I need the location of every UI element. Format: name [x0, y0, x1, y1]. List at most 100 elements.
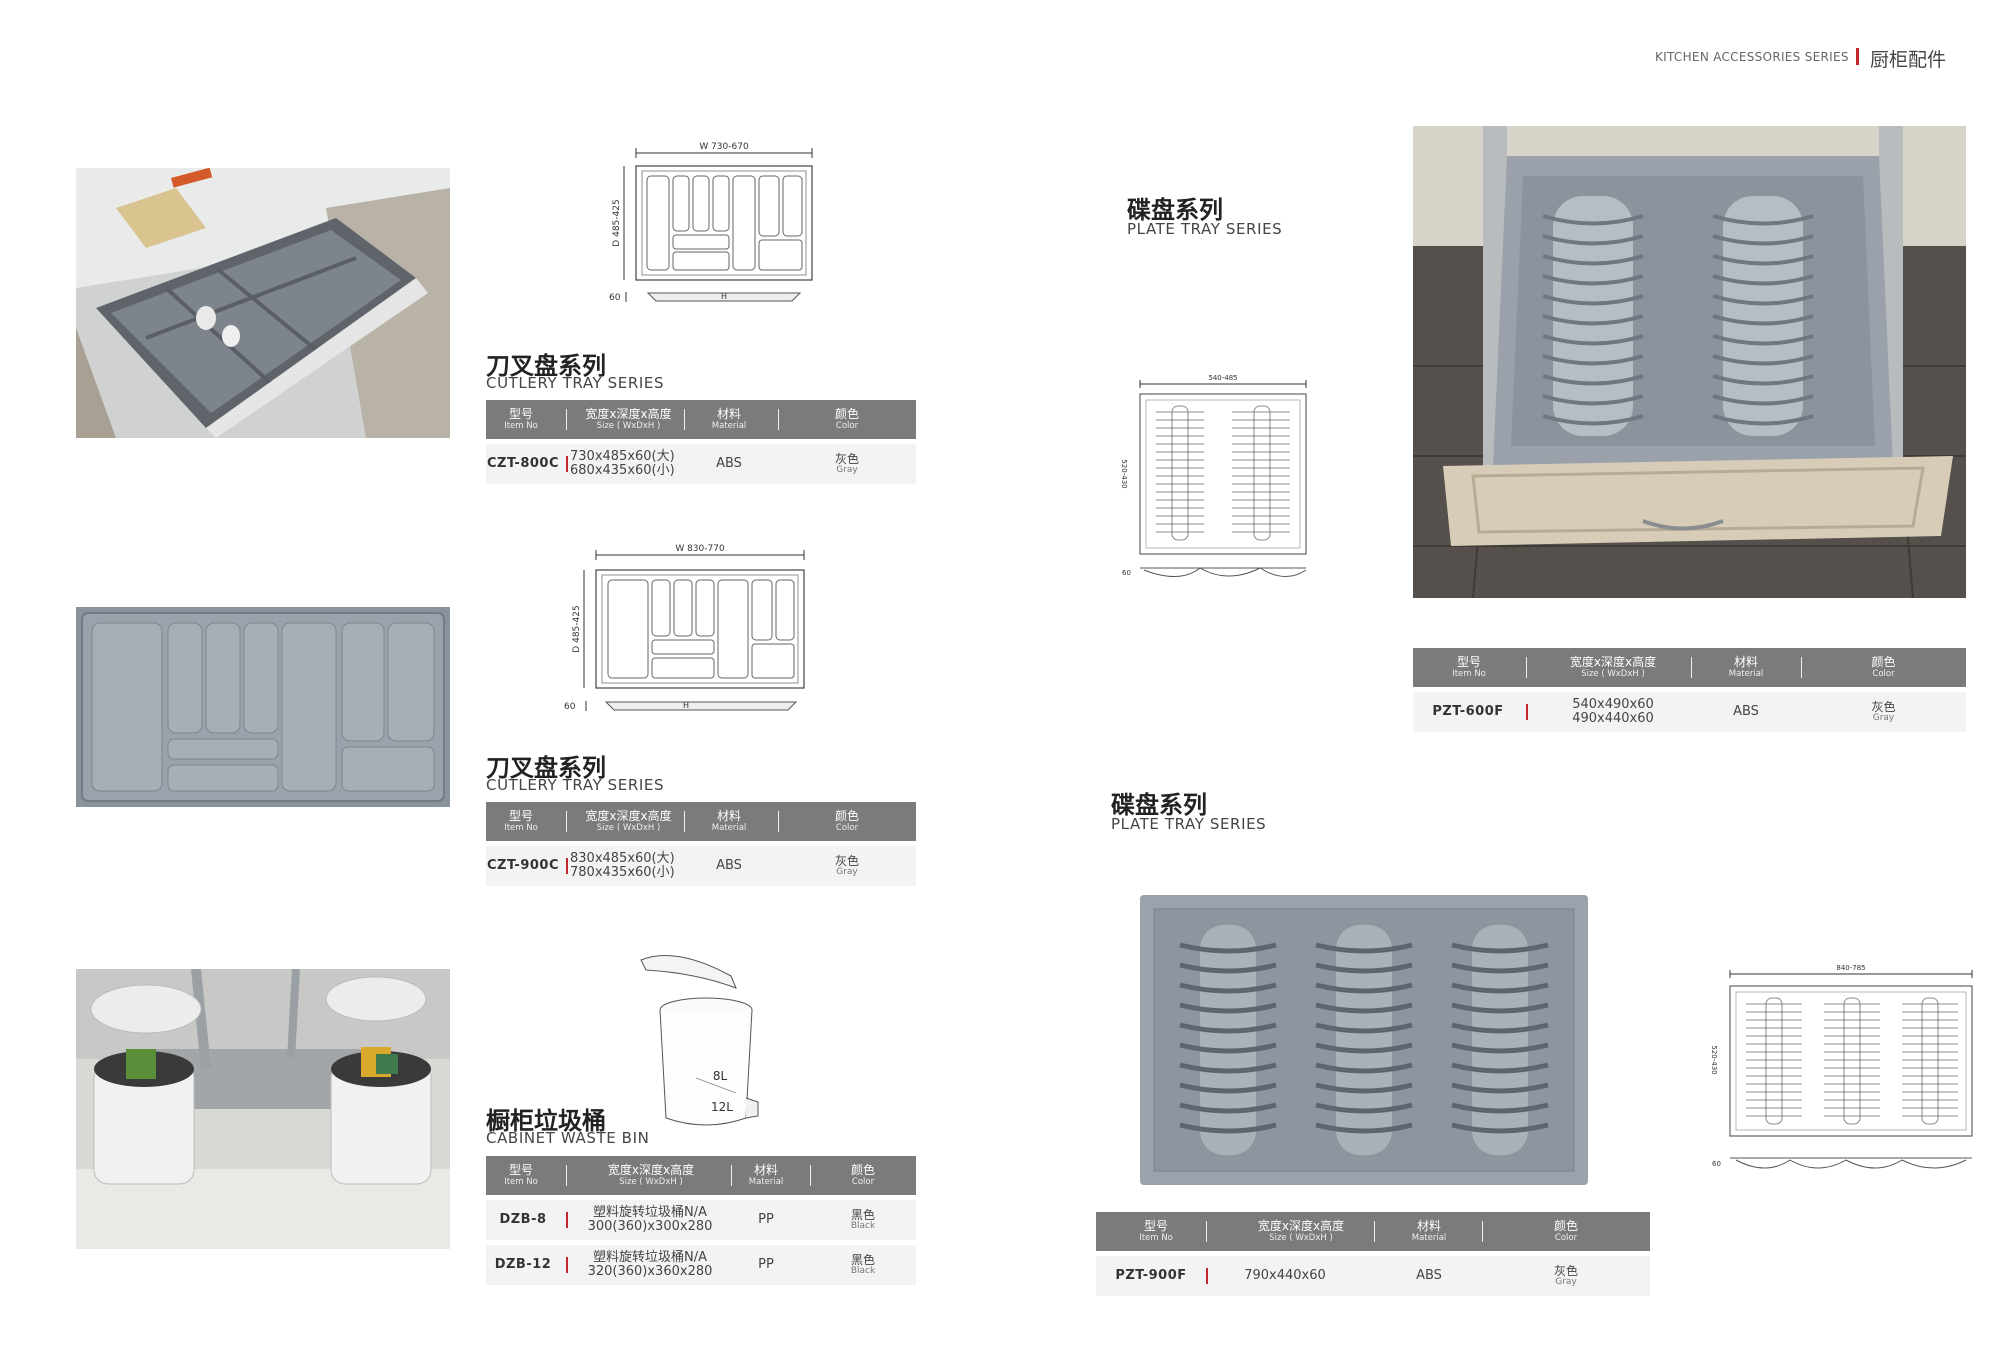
header-divider: [1856, 48, 1859, 65]
col-item-cn: 型号: [508, 407, 533, 422]
col-size-cn: 宽度x深度x高度: [607, 1163, 695, 1178]
col-item-en: Item No: [504, 421, 538, 432]
size-line-1: 830x485x60(大): [570, 851, 675, 867]
plate-drawer-photo: [1413, 126, 1966, 598]
color-en: Gray: [836, 464, 858, 475]
size-line-1: 790x440x60: [1244, 1268, 1326, 1284]
plate2-title-en: PLATE TRAY SERIES: [1111, 815, 1267, 833]
col-item-cn: 型号: [1143, 1219, 1168, 1234]
waste-bin-drawing: 8L 12L: [636, 948, 776, 1138]
drawing1-h-label: H: [721, 292, 727, 301]
col-material-cn: 材料: [1416, 1219, 1441, 1234]
col-color-en: Color: [1872, 669, 1895, 680]
col-color-cn: 颜色: [834, 809, 859, 824]
color-cn: 黑色: [850, 1252, 875, 1267]
cutlery2-title-en: CUTLERY TRAY SERIES: [486, 776, 665, 794]
color-cn: 灰色: [1553, 1263, 1578, 1278]
col-item-en: Item No: [504, 1177, 538, 1188]
col-item-en: Item No: [504, 823, 538, 834]
item-number: CZT-900C: [487, 858, 559, 874]
plate-tray-photo: [1140, 895, 1588, 1185]
col-material-en: Material: [1728, 669, 1764, 680]
color-cn: 黑色: [850, 1207, 875, 1222]
size-line-1: 540x490x60: [1572, 697, 1654, 713]
item-number: PZT-600F: [1432, 704, 1504, 720]
cutlery-tray-drawing-1: W 730-670 D 485-425 H 60: [600, 138, 820, 308]
size-line-2: 300(360)x300x280: [587, 1219, 713, 1234]
drawing5-depth-label: 520-430: [1710, 1045, 1718, 1074]
col-material-en: Material: [711, 823, 747, 834]
plate2-title-cn: 碟盘系列: [1111, 791, 1207, 819]
drawing5-width-label: 840-785: [1836, 964, 1865, 972]
drawing1-depth-label: D 485-425: [612, 199, 622, 246]
material: ABS: [1416, 1268, 1442, 1284]
material: ABS: [716, 456, 742, 472]
size-line-1: 730x485x60(大): [570, 449, 675, 465]
col-item-en: Item No: [1452, 669, 1486, 680]
color-en: Gray: [836, 866, 858, 877]
cutlery1-title-cn: 刀叉盘系列: [486, 352, 606, 380]
col-color-cn: 颜色: [834, 407, 859, 422]
col-color-cn: 颜色: [1553, 1219, 1578, 1234]
item-number: DZB-8: [499, 1212, 547, 1228]
col-color-cn: 颜色: [850, 1163, 875, 1178]
col-material-cn: 材料: [716, 809, 741, 824]
drawing5-base-label: 60: [1712, 1160, 1721, 1168]
col-material-en: Material: [1411, 1233, 1447, 1244]
waste-title-en: CABINET WASTE BIN: [486, 1129, 650, 1147]
drawing1-base-label: 60: [609, 293, 621, 303]
size-line-2: 320(360)x360x280: [587, 1264, 713, 1279]
col-material-en: Material: [711, 421, 747, 432]
col-size-cn: 宽度x深度x高度: [585, 407, 672, 422]
material: PP: [758, 1257, 774, 1273]
col-size-en: Size ( WxDxH ): [596, 823, 661, 834]
material: ABS: [716, 858, 742, 874]
col-item-cn: 型号: [1456, 655, 1481, 670]
table-row: CZT-800C 730x485x60(大)680x435x60(小) ABS …: [486, 444, 916, 484]
material: ABS: [1733, 704, 1759, 720]
color-en: Black: [850, 1220, 876, 1231]
col-color-en: Color: [835, 823, 859, 834]
drawing4-depth-label: 520-430: [1120, 459, 1128, 488]
color-en: Gray: [1872, 712, 1895, 723]
drawing4-width-label: 540-485: [1208, 374, 1237, 382]
col-item-cn: 型号: [508, 1163, 533, 1178]
waste-title-cn: 橱柜垃圾桶: [486, 1107, 606, 1135]
col-size-cn: 宽度x深度x高度: [1569, 655, 1657, 670]
item-number: CZT-800C: [487, 456, 559, 472]
item-number: PZT-900F: [1115, 1268, 1187, 1284]
cutlery2-title-cn: 刀叉盘系列: [486, 754, 606, 782]
plate-tray-drawing-1: 540-485 520-430 60: [1110, 372, 1310, 594]
col-item-en: Item No: [1139, 1233, 1173, 1244]
cutlery-tray-drawing-2: W 830-770 D 485-425 H 60: [558, 540, 818, 718]
cutlery1-title-en: CUTLERY TRAY SERIES: [486, 374, 665, 392]
color-en: Gray: [1555, 1276, 1577, 1287]
col-size-cn: 宽度x深度x高度: [585, 809, 672, 824]
plate1-title-en: PLATE TRAY SERIES: [1127, 220, 1283, 238]
plate1-title-cn: 碟盘系列: [1127, 196, 1223, 224]
item-number: DZB-12: [494, 1257, 552, 1273]
col-size-en: Size ( WxDxH ): [1269, 1233, 1333, 1244]
col-material-cn: 材料: [753, 1163, 778, 1178]
table-row: CZT-900C 830x485x60(大)780x435x60(小) ABS …: [486, 846, 916, 886]
waste-bin-12l-label: 12L: [711, 1100, 733, 1114]
color-cn: 灰色: [834, 451, 859, 466]
size-line-2: 780x435x60(小): [570, 865, 675, 880]
cutlery-tray-photo: [76, 607, 450, 807]
drawing4-base-label: 60: [1122, 569, 1131, 577]
col-size-en: Size ( WxDxH ): [1581, 669, 1645, 680]
color-cn: 灰色: [834, 853, 859, 868]
col-color-cn: 颜色: [1871, 655, 1896, 670]
